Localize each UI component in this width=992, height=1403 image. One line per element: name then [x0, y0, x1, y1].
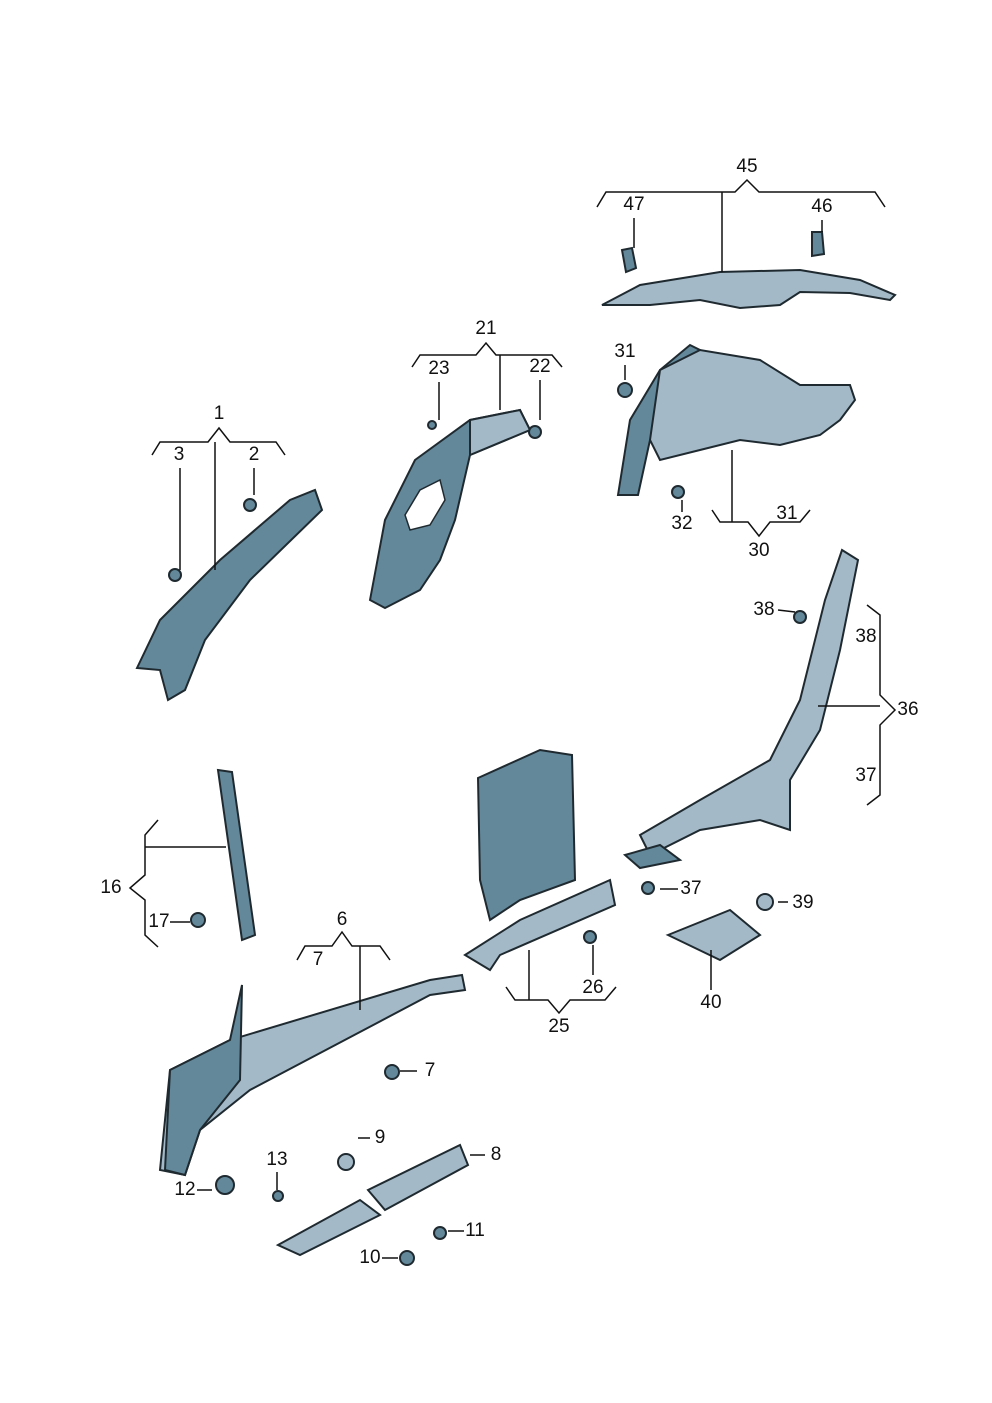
callout-label: 36 [897, 699, 918, 720]
part-16-trim-strip [216, 768, 257, 942]
callout-label: 30 [748, 540, 769, 561]
small-clips [168, 382, 807, 1266]
callout-label: 21 [475, 318, 496, 339]
callout-label: 23 [428, 358, 449, 379]
part-1-a-pillar-trim [135, 488, 324, 702]
callout-label: 47 [623, 194, 644, 215]
callout-label: 7 [425, 1060, 436, 1081]
callout-label: 26 [582, 977, 603, 998]
callout-label: 10 [359, 1247, 380, 1268]
callout-label: 32 [671, 513, 692, 534]
part-21-upper-pillar-trim [368, 408, 532, 610]
part-6-sill-trim [158, 973, 467, 1177]
callout-label: 38 [753, 599, 774, 620]
callout-label: 1 [214, 403, 225, 424]
callout-label: 9 [375, 1127, 386, 1148]
callout-label: 37 [855, 765, 876, 786]
callout-label: 38 [855, 626, 876, 647]
callout-label: 2 [249, 444, 260, 465]
part-25-b-pillar-trim [463, 748, 617, 972]
callout-label: 13 [266, 1149, 287, 1170]
callout-label: 11 [465, 1220, 485, 1241]
part-45-roof-trim [601, 231, 897, 310]
part-40-bracket [665, 908, 762, 962]
leader-lines [128, 178, 897, 1259]
callout-label: 39 [792, 892, 813, 913]
callout-label: 17 [148, 911, 169, 932]
part-30-quarter-trim [616, 343, 857, 496]
callout-label: 40 [700, 992, 721, 1013]
callout-label: 12 [174, 1179, 195, 1200]
callout-label: 8 [491, 1144, 502, 1165]
callout-labels: 45 47 46 21 23 22 31 1 3 2 32 31 30 38 3… [100, 156, 918, 1268]
part-8-clip-strips [275, 1143, 470, 1257]
callout-label: 25 [548, 1016, 569, 1037]
callout-label: 46 [811, 196, 832, 217]
callout-label: 31 [776, 503, 797, 524]
callout-label: 7 [313, 949, 324, 970]
callout-label: 22 [529, 356, 550, 377]
callout-label: 3 [174, 444, 185, 465]
callout-label: 31 [614, 341, 635, 362]
callout-label: 37 [680, 878, 701, 899]
callout-label: 6 [337, 909, 348, 930]
callout-label: 45 [736, 156, 757, 177]
callout-label: 16 [100, 877, 121, 898]
part-36-b-pillar-lower-trim [622, 548, 860, 870]
